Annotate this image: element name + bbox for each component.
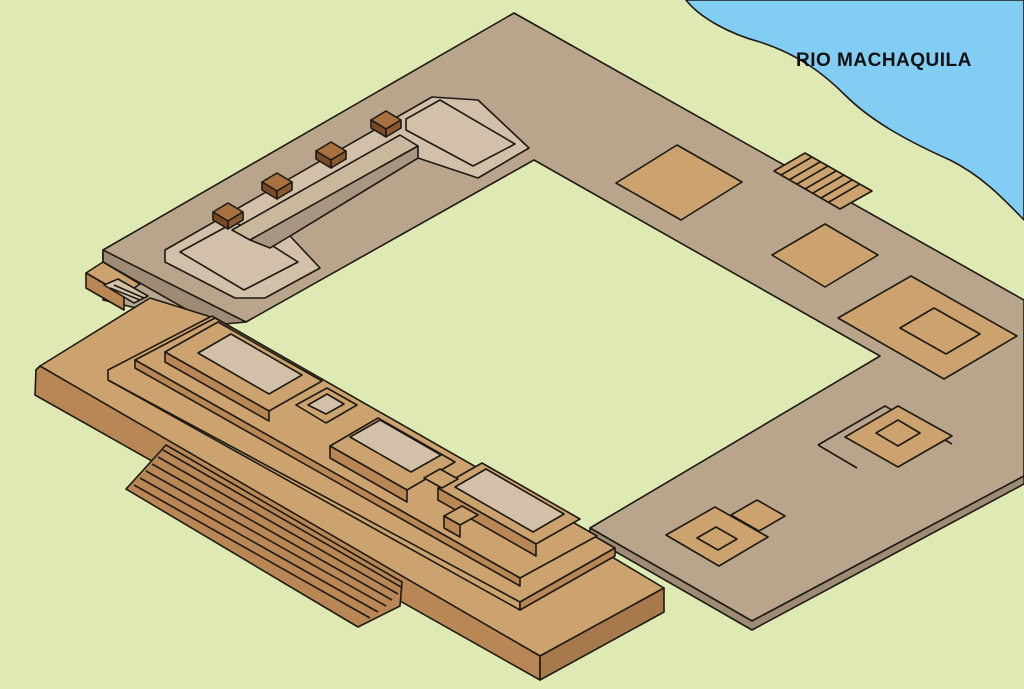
- north-range-inner-court: [179, 221, 299, 291]
- east-mound-3-inner: [899, 307, 981, 355]
- north-range-corridor-shadow: [249, 145, 419, 249]
- house-3: [315, 141, 347, 169]
- acropolis-base-right-side: [539, 587, 665, 681]
- east-mound-1: [615, 144, 743, 221]
- house-4: [370, 110, 402, 138]
- east-mound-2: [771, 223, 879, 288]
- north-range-inner-court-2: [405, 99, 516, 167]
- southeast-mound-inner: [875, 419, 921, 447]
- east-stair: [773, 152, 873, 210]
- acropolis-court-1: [197, 333, 303, 395]
- acropolis-stairs: [125, 444, 403, 628]
- acropolis-court-3: [349, 419, 442, 473]
- house-1: [212, 202, 244, 230]
- south-mound-annex: [730, 499, 786, 532]
- acropolis-court-4: [454, 468, 565, 533]
- house-2: [261, 172, 293, 200]
- acropolis-connector: [423, 468, 459, 489]
- river-label: RIO MACHAQUILA: [796, 50, 972, 71]
- south-mound-inner: [696, 526, 738, 551]
- river: [685, 0, 1024, 221]
